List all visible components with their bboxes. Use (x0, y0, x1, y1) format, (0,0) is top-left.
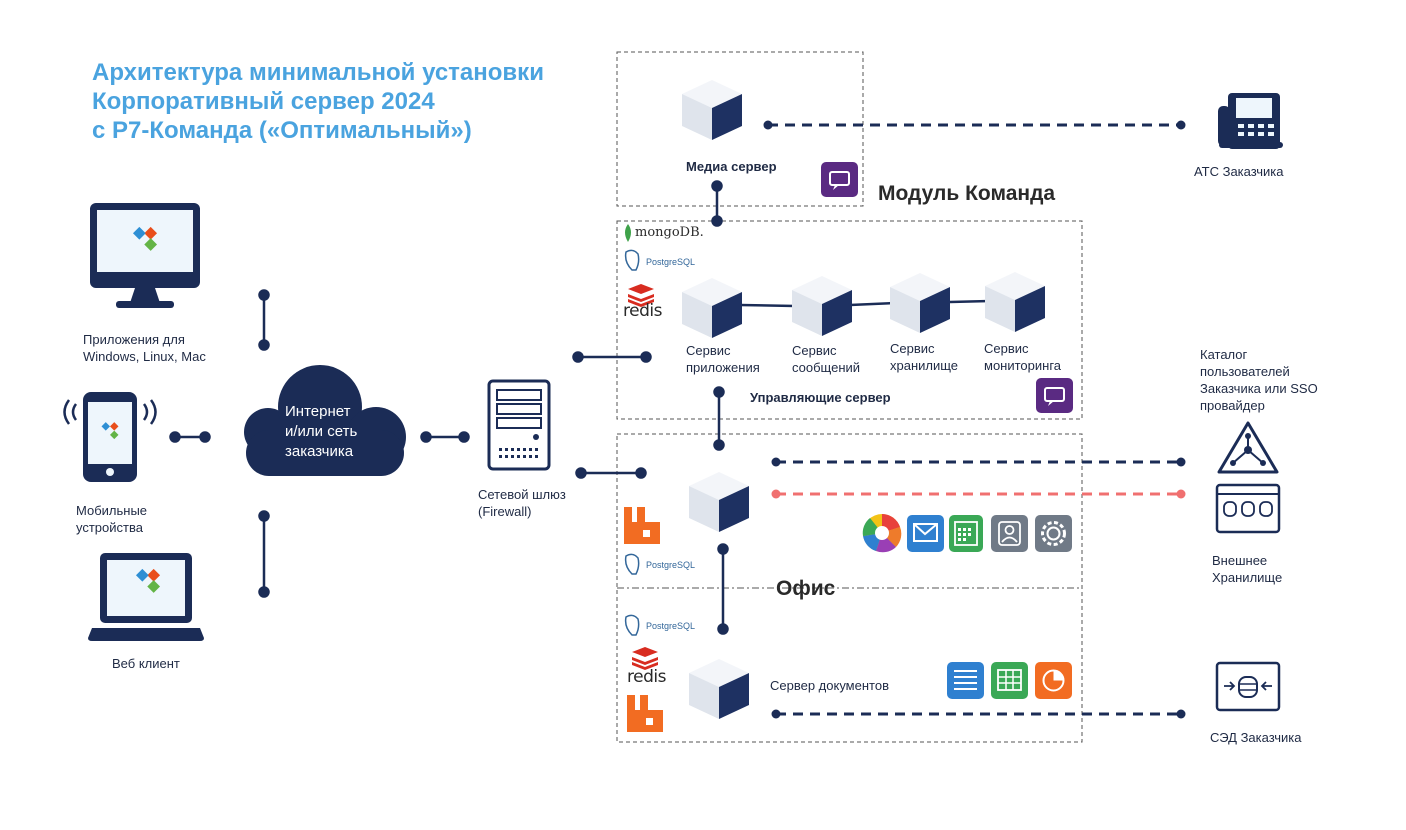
control-video-chat-icon (1036, 378, 1073, 413)
mongodb-logo-text: mongoDB. (635, 225, 704, 240)
doc-server-label: Сервер документов (770, 678, 889, 693)
cloud-icon (244, 365, 406, 476)
postgresql-logo-text-2: PostgreSQL (646, 560, 696, 570)
redis-logo-text-2: redis (627, 667, 666, 687)
calendar-icon (949, 515, 983, 552)
cloud-label: Интернет и/или сеть заказчика (285, 403, 358, 460)
diagram-title: Архитектура минимальной установки Корпор… (92, 58, 544, 145)
document-icon (947, 662, 984, 699)
gateway-server-icon (487, 379, 551, 471)
settings-icon (1035, 515, 1072, 552)
spreadsheet-icon (991, 662, 1028, 699)
office-server-cube-icon (689, 472, 749, 532)
sed-label: СЭД Заказчика (1210, 730, 1302, 745)
service-monitor-cube-icon (985, 272, 1045, 332)
media-server-box (616, 51, 864, 207)
web-client-label: Веб клиент (112, 656, 180, 671)
color-wheel-icon (862, 514, 902, 553)
desktop-monitor-icon (90, 203, 200, 308)
external-storage-icon (1215, 483, 1281, 534)
title-line-2: Корпоративный сервер 2024 (92, 88, 435, 115)
mobile-label: Мобильные устройства (76, 503, 148, 535)
service-msg-cube-icon (792, 276, 852, 336)
redis-stack-icon (628, 284, 658, 670)
mobile-phone-icon (63, 392, 157, 482)
media-server-cube-icon (682, 80, 742, 140)
title-line-1: Архитектура минимальной установки (92, 59, 544, 86)
title-line-3: с Р7-Команда («Оптимальный») (92, 117, 472, 144)
external-storage-label: Внешнее Хранилище (1212, 553, 1283, 585)
module-label: Модуль Команда (878, 182, 1056, 205)
doc-server-cube-icon (689, 659, 749, 719)
redis-logo-text-1: redis (623, 301, 662, 321)
service-app-cube-icon (682, 278, 742, 338)
office-box (616, 433, 1083, 743)
control-server-label: Управляющие сервер (750, 390, 891, 405)
external-links (768, 123, 1180, 716)
client-connectors (169, 180, 729, 635)
gateway-label: Сетевой шлюз (Firewall) (478, 487, 566, 519)
service-storage-cube-icon (890, 273, 950, 333)
rabbitmq-icon (624, 507, 663, 732)
sed-exchange-icon (1215, 661, 1281, 712)
ats-phone-icon (1218, 93, 1283, 149)
catalog-label: Каталог пользователей Заказчика или SSO … (1200, 347, 1318, 413)
office-label: Офис (776, 577, 836, 600)
ats-label: АТС Заказчика (1194, 164, 1284, 179)
media-video-chat-icon (821, 162, 858, 197)
contacts-icon (991, 515, 1028, 552)
catalog-network-icon (1217, 421, 1279, 474)
desktop-label: Приложения для Windows, Linux, Mac (83, 332, 206, 364)
mongodb-leaf-icon (625, 224, 631, 242)
postgresql-logo-text-3: PostgreSQL (646, 621, 696, 631)
media-server-label: Медиа сервер (686, 159, 777, 174)
postgresql-logo-text-1: PostgreSQL (646, 257, 696, 267)
presentation-icon (1035, 662, 1072, 699)
laptop-icon (88, 553, 204, 641)
mail-icon (907, 515, 944, 552)
postgresql-elephant-icon (624, 249, 640, 636)
control-server-box (616, 220, 1083, 420)
